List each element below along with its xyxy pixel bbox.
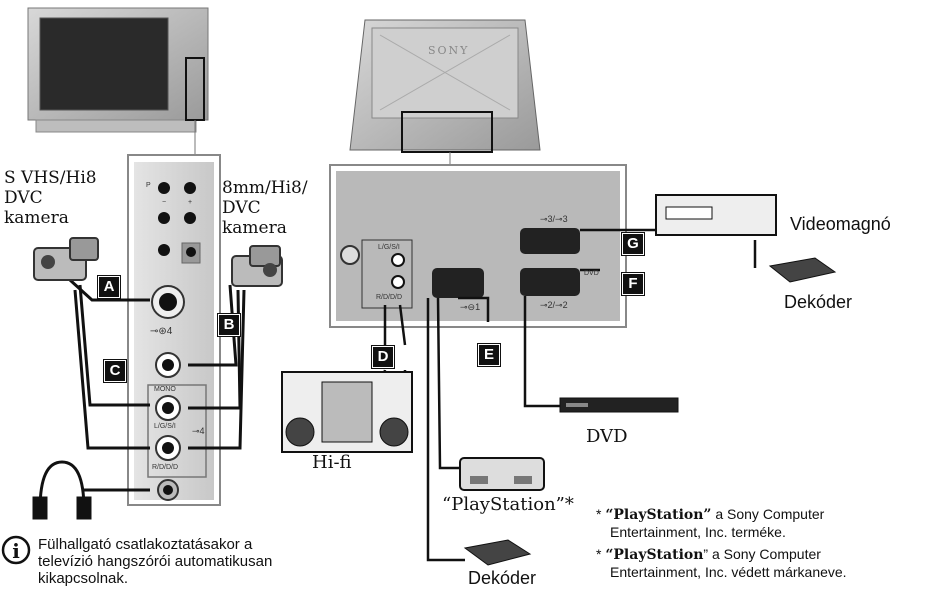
right-camera-label: 8mm/Hi8/ DVC kamera <box>222 178 308 238</box>
panel-input4b-label: ⊸4 <box>192 426 205 437</box>
vcr <box>656 195 776 235</box>
footnote-2-brand: “PlayStation <box>605 547 703 563</box>
footnote-2-rest: ” a Sony Computer <box>703 546 821 562</box>
rear-lgs-label: L/G/S/I <box>378 244 400 251</box>
badge-c: C <box>104 360 126 382</box>
panel-mono-label: MONO <box>154 386 176 393</box>
badge-d: D <box>372 346 394 368</box>
svg-text:i: i <box>12 539 20 563</box>
rear-scart3-label: ⊸3/⊸3 <box>540 214 568 225</box>
left-camera-line-1: S VHS/Hi8 <box>4 168 97 188</box>
right-camera-line-3: kamera <box>222 218 308 238</box>
left-camera-line-2: DVC <box>4 188 97 208</box>
panel-input4-label: ⊸⊛4 <box>150 326 172 337</box>
headphones-icon <box>34 462 90 518</box>
right-camera-line-2: DVC <box>222 198 308 218</box>
footnote-1-rest: a Sony Computer <box>711 506 824 522</box>
info-note-line-1: Fülhallgató csatlakoztatásakor a <box>38 536 272 553</box>
footnote-2-star: * <box>596 546 605 562</box>
vcr-label: Videomagnó <box>790 214 891 235</box>
left-camera-label: S VHS/Hi8 DVC kamera <box>4 168 97 228</box>
decoder-bottom <box>465 540 530 565</box>
badge-a: A <box>98 276 120 298</box>
panel-rdd-label: R/D/D/D <box>152 464 178 471</box>
sony-logo: SONY <box>428 44 469 57</box>
panel-minus-label: − <box>162 199 166 206</box>
left-camera-line-3: kamera <box>4 208 97 228</box>
right-camcorder <box>232 246 282 286</box>
hifi-system <box>282 372 412 452</box>
panel-p-label: P <box>146 182 151 189</box>
footnote-1-star: * <box>596 506 605 522</box>
badge-b: B <box>218 314 240 336</box>
rear-dvd-label: DVD <box>584 270 599 277</box>
rear-tv <box>350 20 540 150</box>
footnote-1: * “PlayStation” a Sony Computer Entertai… <box>596 506 824 541</box>
right-camera-line-1: 8mm/Hi8/ <box>222 178 308 198</box>
footnote-1-line2: Entertainment, Inc. terméke. <box>596 524 824 541</box>
panel-plus-label: + <box>188 199 192 206</box>
decoder-top-label: Dekóder <box>784 292 852 313</box>
dvd-player <box>560 398 678 412</box>
rear-rdd-label: R/D/D/D <box>376 294 402 301</box>
footnote-2-line2: Entertainment, Inc. védett márkaneve. <box>596 564 847 581</box>
info-note-line-3: kikapcsolnak. <box>38 570 272 587</box>
left-camcorder <box>34 238 98 280</box>
decoder-top <box>770 258 835 282</box>
info-icon: i <box>3 537 29 563</box>
playstation-label: “PlayStation”* <box>442 494 574 515</box>
front-panel <box>128 155 220 505</box>
footnote-2: * “PlayStation” a Sony Computer Entertai… <box>596 546 847 581</box>
hifi-label: Hi-fi <box>312 452 352 473</box>
rear-scart1-label: ⊸⊖1 <box>460 302 480 313</box>
panel-lgs-label: L/G/S/I <box>154 423 176 430</box>
front-tv <box>28 8 208 132</box>
info-note-line-2: televízió hangszórói automatikusan <box>38 553 272 570</box>
dvd-label: DVD <box>586 426 628 447</box>
rear-scart2-label: ⊸2/⊸2 <box>540 300 568 311</box>
footnote-1-brand: “PlayStation” <box>605 507 711 523</box>
badge-e: E <box>478 344 500 366</box>
decoder-bottom-label: Dekóder <box>468 568 536 589</box>
playstation-console <box>460 458 544 490</box>
info-note: Fülhallgató csatlakoztatásakor a televíz… <box>38 536 272 587</box>
badge-g: G <box>622 233 644 255</box>
badge-f: F <box>622 273 644 295</box>
